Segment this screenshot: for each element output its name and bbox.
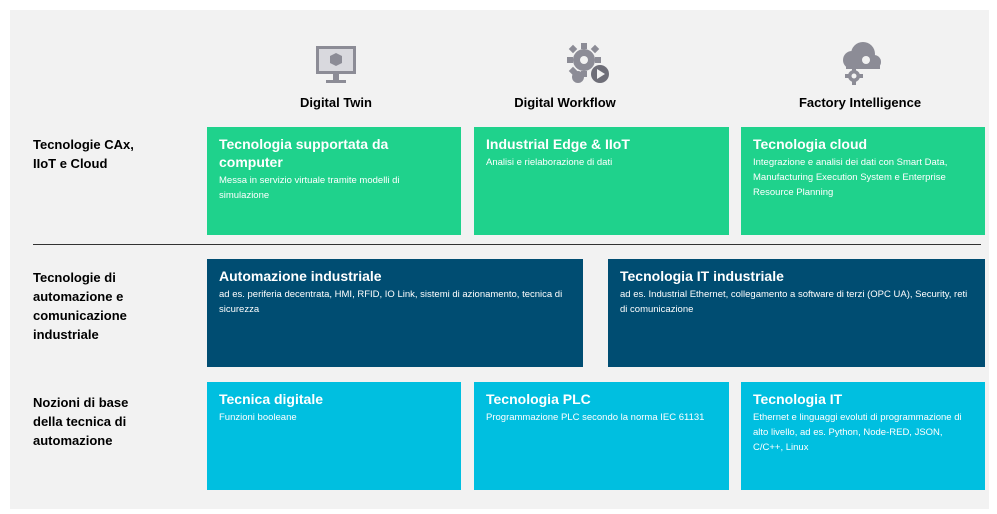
box-description: Integrazione e analisi dei dati con Smar…: [753, 157, 948, 198]
gears-play-icon: [567, 43, 609, 83]
box-description: Programmazione PLC secondo la norma IEC …: [486, 412, 705, 423]
column-heading-digital-workflow: Digital Workflow: [514, 95, 616, 110]
box-description: Messa in servizio virtuale tramite model…: [219, 175, 400, 201]
box-title: Tecnologia supportata da computer: [219, 136, 389, 170]
box-tecnologia-it-industriale: Tecnologia IT industriale ad es. Industr…: [608, 259, 985, 367]
box-tecnologia-it: Tecnologia IT Ethernet e linguaggi evolu…: [741, 382, 985, 490]
box-description: ad es. Industrial Ethernet, collegamento…: [620, 289, 968, 315]
box-title: Tecnologia IT industriale: [620, 268, 784, 284]
row-label-nozioni-di-base: Nozioni di base della tecnica di automaz…: [33, 395, 129, 448]
cloud-gear-icon: [843, 42, 881, 85]
box-title: Industrial Edge & IIoT: [486, 136, 630, 152]
row-label-cax-iiot-cloud: Tecnologie CAx, IIoT e Cloud: [33, 137, 134, 171]
box-automazione-industriale: Automazione industriale ad es. periferia…: [207, 259, 583, 367]
box-title: Tecnica digitale: [219, 391, 323, 407]
box-tecnologia-supportata-da-computer: Tecnologia supportata da computer Messa …: [207, 127, 461, 235]
section-divider: [33, 244, 981, 245]
box-description: ad es. periferia decentrata, HMI, RFID, …: [219, 289, 563, 315]
box-title: Tecnologia IT: [753, 391, 843, 407]
box-tecnica-digitale: Tecnica digitale Funzioni booleane: [207, 382, 461, 490]
box-title: Tecnologia cloud: [753, 136, 868, 152]
box-tecnologia-cloud: Tecnologia cloud Integrazione e analisi …: [741, 127, 985, 235]
column-heading-factory-intelligence: Factory Intelligence: [798, 95, 922, 110]
box-title: Automazione industriale: [219, 268, 382, 284]
box-tecnologia-plc: Tecnologia PLC Programmazione PLC second…: [474, 382, 729, 490]
column-heading-digital-twin: Digital Twin: [300, 95, 372, 110]
box-title: Tecnologia PLC: [486, 391, 591, 407]
box-description: Analisi e rielaborazione di dati: [486, 157, 613, 168]
box-description: Ethernet e linguaggi evoluti di programm…: [753, 412, 962, 453]
monitor-cube-icon: [316, 46, 356, 83]
row-label-automazione-comunicazione: Tecnologie di automazione e comunicazion…: [33, 270, 127, 342]
box-industrial-edge-iiot: Industrial Edge & IIoT Analisi e rielabo…: [474, 127, 729, 235]
box-description: Funzioni booleane: [219, 412, 297, 423]
